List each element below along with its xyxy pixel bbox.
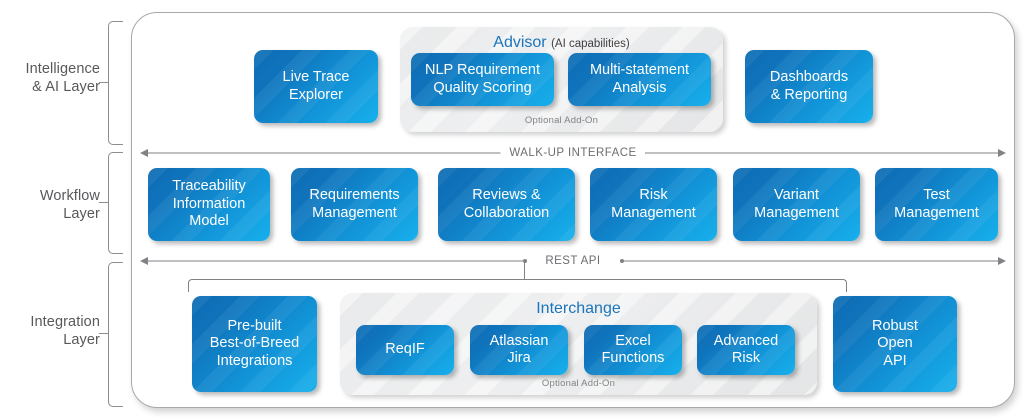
- box-label: Atlassian Jira: [489, 332, 549, 367]
- arrowhead-left-icon: [140, 149, 148, 157]
- box-label: Reviews & Collaboration: [463, 187, 550, 221]
- layer-label-workflow: Workflow Layer: [39, 188, 100, 222]
- box-variant-management[interactable]: Variant Management: [733, 168, 860, 241]
- box-label: Robust Open API: [872, 317, 918, 369]
- box-label: Live Trace Explorer: [282, 69, 350, 103]
- arrow-dot-right-icon: [620, 259, 624, 263]
- box-traceability-information-model[interactable]: Traceability Information Model: [148, 168, 270, 241]
- interchange-group-footnote: Optional Add-On: [541, 378, 616, 389]
- box-reviews-and-collaboration[interactable]: Reviews & Collaboration: [438, 168, 575, 241]
- arrow-line-left: [147, 152, 502, 154]
- arrow-line-left: [147, 260, 524, 262]
- box-label: Traceability Information Model: [172, 178, 246, 230]
- layer-label-integration: Integration Layer: [30, 314, 100, 348]
- box-live-trace-explorer[interactable]: Live Trace Explorer: [254, 50, 378, 123]
- advisor-title-text: Advisor: [493, 34, 547, 51]
- box-label: NLP Requirement Quality Scoring: [425, 62, 540, 96]
- box-label: Advanced Risk: [713, 332, 779, 367]
- divider-rest-api: REST API: [140, 252, 1006, 270]
- box-test-management[interactable]: Test Management: [875, 168, 998, 241]
- box-multi-statement-analysis[interactable]: Multi-statement Analysis: [568, 53, 711, 106]
- arrowhead-right-icon: [998, 149, 1006, 157]
- interchange-group-title: Interchange: [340, 300, 817, 318]
- advisor-title-suffix: (AI capabilities): [551, 38, 630, 50]
- box-requirements-management[interactable]: Requirements Management: [291, 168, 418, 241]
- interchange-title-text: Interchange: [536, 300, 621, 317]
- box-label: ReqIF: [385, 341, 425, 358]
- layer-bracket-tick-workflow: [99, 202, 108, 203]
- box-label: Requirements Management: [309, 187, 400, 221]
- box-label: Pre-built Best-of-Breed Integrations: [209, 317, 300, 369]
- box-label: Risk Management: [611, 187, 696, 221]
- layer-bracket-tick-intelligence: [99, 82, 108, 83]
- divider-label: REST API: [536, 255, 610, 267]
- box-label: Dashboards & Reporting: [769, 69, 849, 103]
- arrow-line-right: [645, 152, 999, 154]
- layer-bracket-workflow: [108, 152, 123, 254]
- layer-label-intelligence: Intelligence & AI Layer: [25, 61, 100, 95]
- divider-walkup-interface: WALK-UP INTERFACE: [140, 144, 1006, 162]
- layer-bracket-intelligence: [108, 21, 123, 145]
- box-label: Test Management: [894, 187, 979, 221]
- box-label: Excel Functions: [601, 332, 665, 367]
- rest-api-connector-stem: [524, 262, 525, 280]
- box-excel-functions[interactable]: Excel Functions: [584, 325, 682, 375]
- box-pre-built-best-of-breed-integrations[interactable]: Pre-built Best-of-Breed Integrations: [192, 296, 317, 392]
- arrow-line-right: [623, 260, 999, 262]
- advisor-group-title: Advisor (AI capabilities): [400, 34, 723, 53]
- layer-bracket-integration: [108, 262, 123, 407]
- box-label: Variant Management: [754, 187, 839, 221]
- box-nlp-requirement-quality-scoring[interactable]: NLP Requirement Quality Scoring: [411, 53, 554, 106]
- box-reqif[interactable]: ReqIF: [356, 325, 454, 375]
- box-dashboards-and-reporting[interactable]: Dashboards & Reporting: [745, 50, 873, 123]
- advisor-group-footnote: Optional Add-On: [524, 115, 599, 126]
- box-risk-management[interactable]: Risk Management: [590, 168, 717, 241]
- box-advanced-risk[interactable]: Advanced Risk: [697, 325, 795, 375]
- arrowhead-right-icon: [998, 257, 1006, 265]
- arrowhead-left-icon: [140, 257, 148, 265]
- divider-label: WALK-UP INTERFACE: [500, 147, 646, 159]
- box-atlassian-jira[interactable]: Atlassian Jira: [470, 325, 568, 375]
- layer-bracket-tick-integration: [99, 333, 108, 334]
- integration-connector-bracket: [188, 279, 847, 292]
- box-label: Multi-statement Analysis: [589, 62, 690, 96]
- arrow-dot-left-icon: [523, 259, 527, 263]
- box-robust-open-api[interactable]: Robust Open API: [833, 296, 957, 392]
